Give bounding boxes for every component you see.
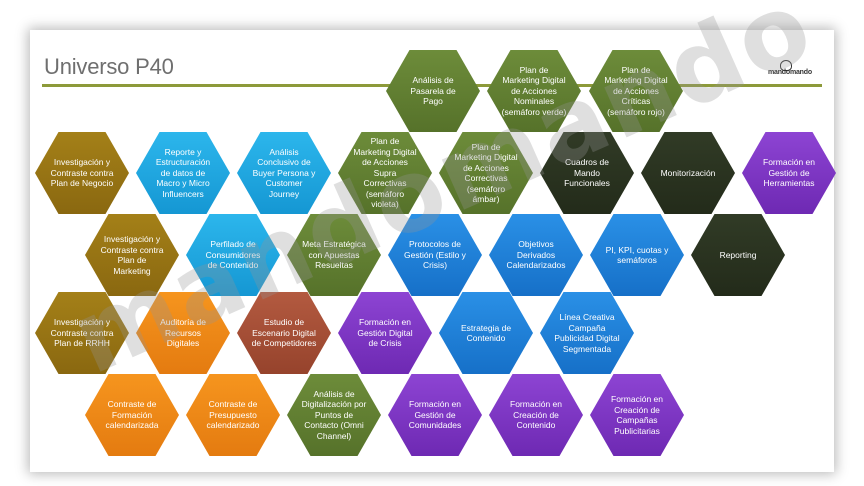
hex-label: Plan de Marketing Digital de Acciones No…: [501, 64, 567, 117]
hex-formacion-campanas: Formación en Creación de Campañas Public…: [590, 374, 684, 456]
hex-label: Estudio de Escenario Digital de Competid…: [251, 317, 317, 349]
hex-label: Análisis de Pasarela de Pago: [410, 75, 456, 107]
hex-monitorizacion: Monitorización: [641, 132, 735, 214]
hex-label: Perfilado de Consumidores de Contenido: [205, 239, 261, 271]
hex-label: Reporte y Estructuración de datos de Mac…: [155, 146, 211, 199]
logo-mark-icon: [780, 60, 792, 71]
hex-auditoria-recursos: Auditoría de Recursos Digitales: [136, 292, 230, 374]
hex-cuadros-de-mando: Cuadros de Mando Funcionales: [540, 132, 634, 214]
hex-label: Contraste de Formación calendarizada: [105, 399, 159, 431]
hex-label: Reporting: [719, 249, 757, 260]
logo-text: mandomando: [768, 69, 812, 76]
hex-label: Formación en Creación de Campañas Public…: [611, 394, 663, 436]
hex-label: Formación en Gestión de Herramientas: [763, 157, 815, 189]
hex-label: Investigación y Contraste contra Plan de…: [100, 234, 164, 276]
page-title: Universo P40: [44, 54, 174, 79]
hex-label: Análisis de Digitalización por Puntos de…: [301, 388, 367, 441]
hex-label: Formación en Gestión Digital de Crisis: [357, 317, 413, 349]
hex-label: Línea Creativa Campaña Publicidad Digita…: [554, 312, 620, 354]
hex-label: Plan de Marketing Digital de Acciones Su…: [353, 136, 417, 210]
hex-label: PI, KPI, cuotas y semáforos: [605, 244, 669, 266]
hex-plan-marketing-criticas: Plan de Marketing Digital de Acciones Cr…: [589, 50, 683, 132]
hex-label: Meta Estratégica con Apuestas Resueltas: [302, 239, 366, 271]
hex-label: Objetivos Derivados Calendarizados: [506, 239, 566, 271]
hex-label: Cuadros de Mando Funcionales: [564, 157, 610, 189]
hex-label: Análisis Conclusivo de Buyer Persona y C…: [252, 146, 316, 199]
hex-label: Formación en Gestión de Comunidades: [408, 399, 462, 431]
hex-reporting: Reporting: [691, 214, 785, 296]
hex-label: Estrategia de Contenido: [460, 322, 512, 344]
hex-label: Plan de Marketing Digital de Acciones Cr…: [604, 64, 668, 117]
hex-label: Contraste de Presupuesto calendarizado: [206, 399, 260, 431]
hex-label: Auditoría de Recursos Digitales: [160, 317, 206, 349]
hex-formacion-herramientas: Formación en Gestión de Herramientas: [742, 132, 836, 214]
hex-reporte-influencers: Reporte y Estructuración de datos de Mac…: [136, 132, 230, 214]
hex-pi-kpi-cuotas: PI, KPI, cuotas y semáforos: [590, 214, 684, 296]
brand-logo: mandomando: [768, 60, 826, 82]
hex-label: Investigación y Contraste contra Plan de…: [50, 317, 114, 349]
hex-label: Plan de Marketing Digital de Acciones Co…: [454, 141, 518, 205]
hex-label: Formación en Creación de Contenido: [510, 399, 562, 431]
hex-investigacion-plan-negocio: Investigación y Contraste contra Plan de…: [35, 132, 129, 214]
hex-label: Protocolos de Gestión (Estilo y Crisis): [404, 239, 466, 271]
hex-label: Monitorización: [660, 167, 716, 178]
hex-label: Investigación y Contraste contra Plan de…: [50, 157, 114, 189]
hex-linea-creativa: Línea Creativa Campaña Publicidad Digita…: [540, 292, 634, 374]
